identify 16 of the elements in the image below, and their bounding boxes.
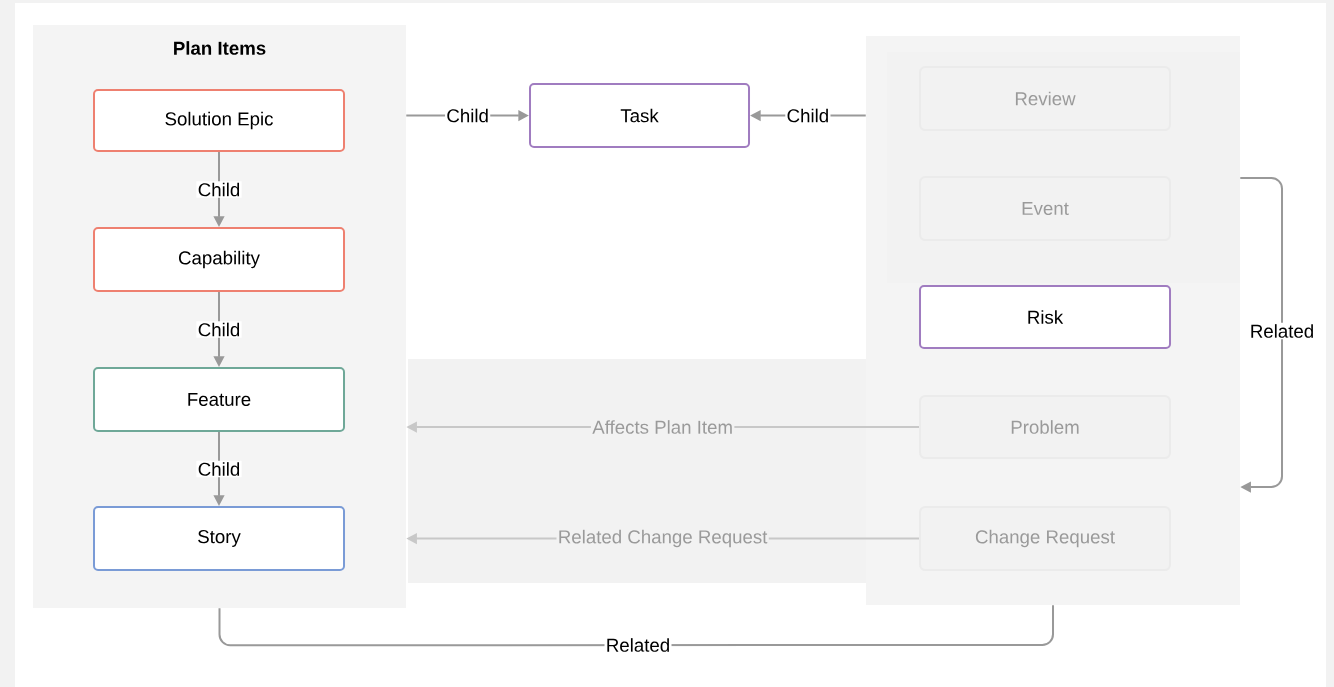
- arrow: [1239, 177, 1283, 493]
- edge-label: Child: [196, 181, 242, 198]
- item-box: Risk: [919, 285, 1171, 349]
- edge-label: Child: [785, 107, 831, 124]
- edge-label: Child: [445, 107, 491, 124]
- faded-box: Review: [919, 66, 1171, 131]
- item-box: Feature: [93, 367, 345, 432]
- edge-label: Child: [196, 321, 242, 338]
- faded-box: Event: [919, 176, 1171, 241]
- faded-box: Problem: [919, 395, 1171, 459]
- item-box: Capability: [93, 227, 345, 292]
- faded-box: Change Request: [919, 506, 1171, 571]
- edge-label: Related Change Request: [556, 528, 769, 549]
- item-box: Story: [93, 506, 345, 571]
- item-box: Solution Epic: [93, 89, 345, 152]
- item-box: Task: [529, 83, 750, 148]
